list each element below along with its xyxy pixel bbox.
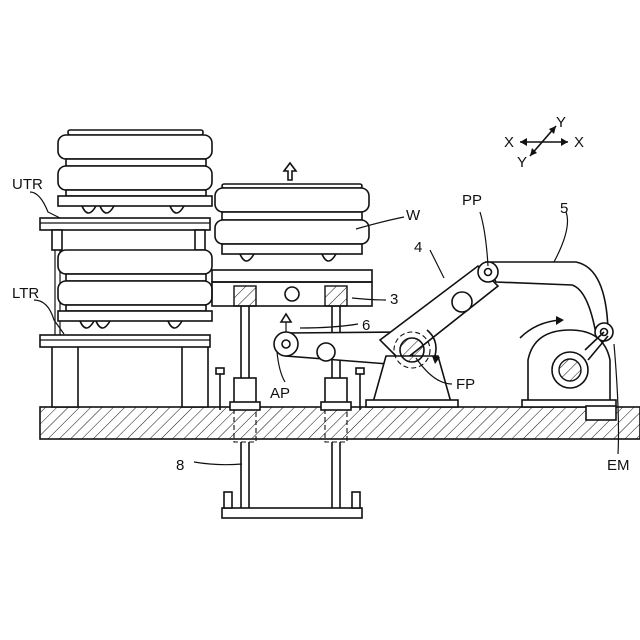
label-ltr: LTR [12,285,39,302]
upper-tire-rack [40,218,210,250]
tire-stack-upper [58,130,212,213]
label-6: 6 [362,317,370,334]
label-ap: AP [270,385,290,402]
motor-rotation-arrow-icon [556,316,564,325]
up-arrow-icon [284,163,296,180]
axis-x-right-label: X [574,134,584,151]
label-5: 5 [560,200,568,217]
lift-platform [212,270,372,306]
label-8: 8 [176,457,184,474]
axis-x-left-label: X [504,134,514,151]
drive-arm [478,262,613,341]
axis-y-top-label: Y [556,114,566,131]
label-4: 4 [414,239,422,256]
label-pp: PP [462,192,482,209]
lifted-tire [215,163,369,261]
tire-stack-lower [58,250,212,328]
floor [40,407,640,439]
label-3: 3 [390,291,398,308]
label-em: EM [607,457,630,474]
axis-y-bottom-label: Y [517,154,527,171]
ap-up-arrow-icon [281,314,291,322]
label-utr: UTR [12,176,43,193]
label-fp: FP [456,376,475,393]
axis-indicator: X X Y Y [504,114,584,171]
label-w: W [406,207,421,224]
lever-link [380,266,498,362]
